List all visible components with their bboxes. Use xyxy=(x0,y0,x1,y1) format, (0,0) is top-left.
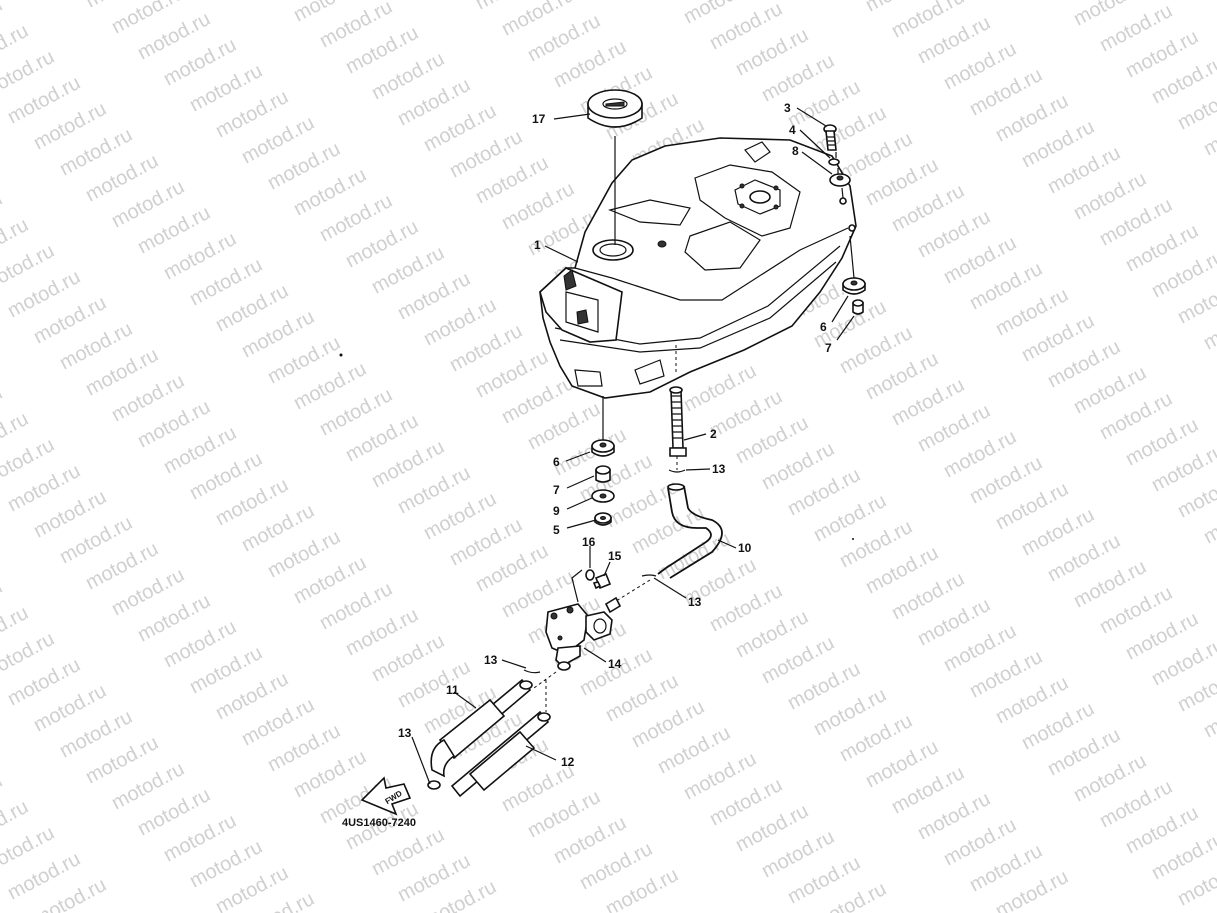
callout-16: 16 xyxy=(582,535,596,549)
fuel-tank xyxy=(539,137,857,399)
callout-5: 5 xyxy=(553,523,560,537)
callout-labels: 17 3 4 8 1 6 7 2 13 6 7 9 5 10 16 15 13 … xyxy=(398,101,832,769)
hose-10-outline-b xyxy=(669,485,723,579)
callout-14: 14 xyxy=(608,657,622,671)
clip-13-b xyxy=(641,574,657,577)
callout-9: 9 xyxy=(553,504,560,518)
callout-8: 8 xyxy=(792,144,799,158)
fwd-arrow: FWD xyxy=(360,776,412,816)
o-ring-16 xyxy=(585,569,595,581)
damper-6-lower xyxy=(591,439,615,457)
damper-8 xyxy=(829,173,851,187)
clip-13-d xyxy=(427,780,441,790)
cock-guide-line xyxy=(571,569,583,603)
rear-guide-line xyxy=(849,235,855,279)
screw-15 xyxy=(592,572,612,590)
diagram-code: 4US1460-7240 xyxy=(342,817,416,829)
bolt-guide-line xyxy=(835,152,844,199)
hose-10-end xyxy=(667,483,685,491)
callout-17: 17 xyxy=(532,112,546,126)
hose-12 xyxy=(450,710,551,798)
collar-7-rear xyxy=(852,299,864,315)
stray-dot xyxy=(339,353,343,357)
leader-lines xyxy=(411,107,855,785)
hose-11 xyxy=(430,678,533,778)
callout-4: 4 xyxy=(789,123,796,137)
washer-4 xyxy=(828,158,840,166)
callout-10: 10 xyxy=(738,541,752,555)
fuel-cap xyxy=(587,89,643,128)
collar-7-lower xyxy=(595,465,611,483)
callout-7-lower: 7 xyxy=(553,483,560,497)
callout-6-lower: 6 xyxy=(553,455,560,469)
callout-13-hose: 13 xyxy=(688,595,702,609)
washer-9 xyxy=(591,489,615,503)
callout-3: 3 xyxy=(784,101,791,115)
damper-6-rear xyxy=(842,277,866,295)
callout-11: 11 xyxy=(446,683,459,697)
clip-13-a xyxy=(668,469,686,473)
callout-12: 12 xyxy=(561,755,575,769)
callout-6-rear: 6 xyxy=(820,320,827,334)
bolt-3 xyxy=(823,124,837,151)
callout-13-bottom: 13 xyxy=(398,726,412,740)
fuel-filter-2 xyxy=(669,386,687,457)
callout-15: 15 xyxy=(608,549,622,563)
callout-2: 2 xyxy=(710,427,717,441)
stray-dot xyxy=(852,538,854,540)
callout-1: 1 xyxy=(534,238,541,252)
callout-13-cock: 13 xyxy=(484,653,498,667)
nut-5 xyxy=(594,512,612,526)
clip-13-c xyxy=(523,669,541,674)
callout-13-filter: 13 xyxy=(712,462,726,476)
hose-10-outline-a xyxy=(657,487,712,575)
callout-7-rear: 7 xyxy=(825,341,832,355)
fuel-cock-14 xyxy=(545,596,622,671)
